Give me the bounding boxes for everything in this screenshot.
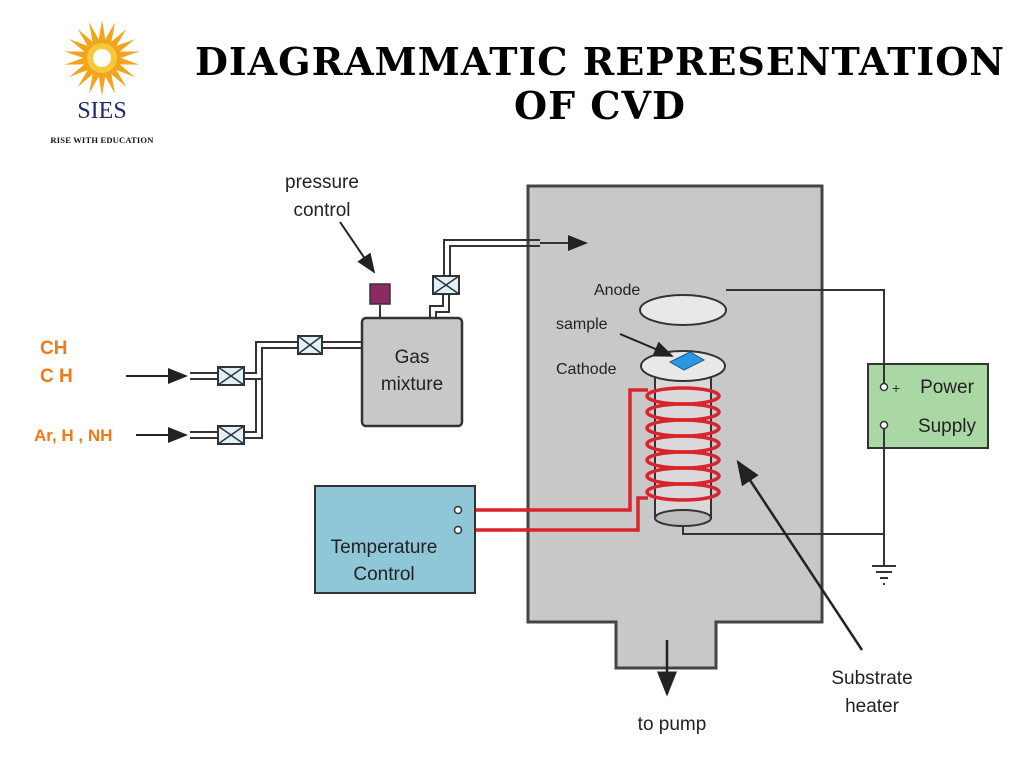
temp-terminal-1 [453,505,463,515]
substrate-heater-label-1: Substrate [831,668,912,689]
gas-input-c2h: C H [40,366,73,387]
temperature-control-label-1: Temperature [331,537,438,558]
temp-terminal-2 [453,525,463,535]
cathode-label: Cathode [556,361,617,378]
logo-name: SIES [77,98,127,124]
pressure-control-label-1: pressure [285,172,359,193]
logo-tagline: RISE WITH EDUCATION [50,135,154,145]
temperature-control-label-2: Control [353,564,414,585]
gas-input-ch: CH [40,338,67,359]
page-title: DIAGRAMMATIC REPRESENTATION OF CVD [194,39,1006,128]
pressure-control-arrow [339,221,376,274]
power-supply-label-2: Supply [918,416,977,437]
sample-arrow [619,333,674,357]
manifold-valve-icon [297,335,323,355]
gas-inlet-pipe [443,235,588,275]
sies-logo: SIES RISE WITH EDUCATION [14,14,190,154]
cathode-holder [640,350,726,527]
gas-input-ar-h-nh: Ar, H , NH [34,426,112,445]
power-supply-label-1: Power [920,377,975,398]
power-terminal-plus [879,382,889,392]
anode-label: Anode [594,282,640,299]
substrate-heater-arrow [736,459,864,651]
sun-icon [64,20,140,96]
to-pump-label: to pump [638,714,707,735]
temperature-control-box [314,485,476,594]
inlet-valve-icon [432,275,460,295]
sample-icon [668,351,706,371]
substrate-heater-label-2: heater [845,696,900,717]
power-wiring [682,289,885,565]
plus-sign: + [892,380,900,396]
mixture-to-inlet-pipe [429,294,450,318]
sample-label: sample [556,316,608,333]
ground-icon [872,565,896,585]
pressure-control-label-2: control [293,200,350,221]
input-manifold [190,341,362,439]
input-valve-1-icon [217,366,245,386]
power-terminal-minus [879,420,889,430]
gas-mixture-box [360,316,464,428]
gas-mixture-label-1: Gas [395,347,430,368]
input-valve-2-icon [217,425,245,445]
heater-coil [460,386,721,532]
power-supply-box [867,363,989,449]
anode-disc [639,294,727,326]
gas-mixture-label-2: mixture [381,374,443,395]
pressure-control-valve [369,283,391,318]
